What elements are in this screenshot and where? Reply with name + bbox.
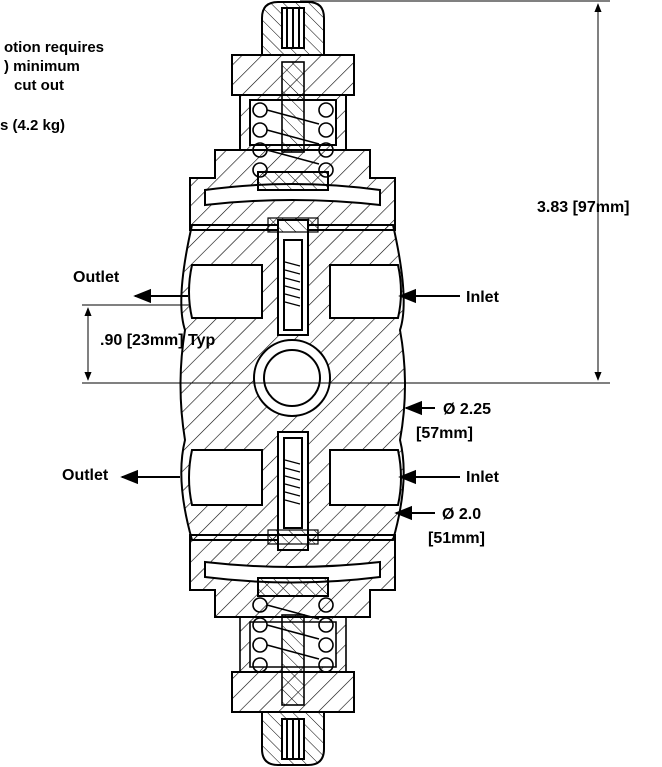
outlet-lower-label: Outlet [62, 467, 109, 484]
inlet-upper-label: Inlet [466, 289, 499, 306]
note-line-1: otion requires [4, 39, 105, 56]
upper-diaphragm-housing [189, 149, 396, 231]
body-diameter-1-metric: [57mm] [416, 425, 473, 442]
outlet-upper-label: Outlet [73, 269, 120, 286]
upper-spring [252, 61, 334, 178]
overall-height-dimension: 3.83 [97mm] [537, 199, 630, 216]
lower-cap [231, 671, 355, 766]
inlet-lower-label: Inlet [466, 469, 499, 486]
dimension-lines [82, 0, 610, 384]
note-line-2: ) minimum [4, 58, 80, 75]
port-spacing-dimension: .90 [23mm] Typ [100, 332, 216, 349]
mounting-note: otion requires ) minimum cut out s (4.2 … [0, 38, 104, 135]
body-diameter-2-dimension: Ø 2.0 [442, 506, 482, 523]
lower-diaphragm-housing [189, 534, 396, 618]
note-weight: s (4.2 kg) [0, 117, 66, 134]
pump-body [179, 219, 406, 551]
flow-arrows [120, 288, 460, 521]
note-line-3: cut out [14, 77, 64, 94]
body-diameter-1-dimension: Ø 2.25 [443, 401, 492, 418]
body-diameter-2-metric: [51mm] [428, 530, 485, 547]
